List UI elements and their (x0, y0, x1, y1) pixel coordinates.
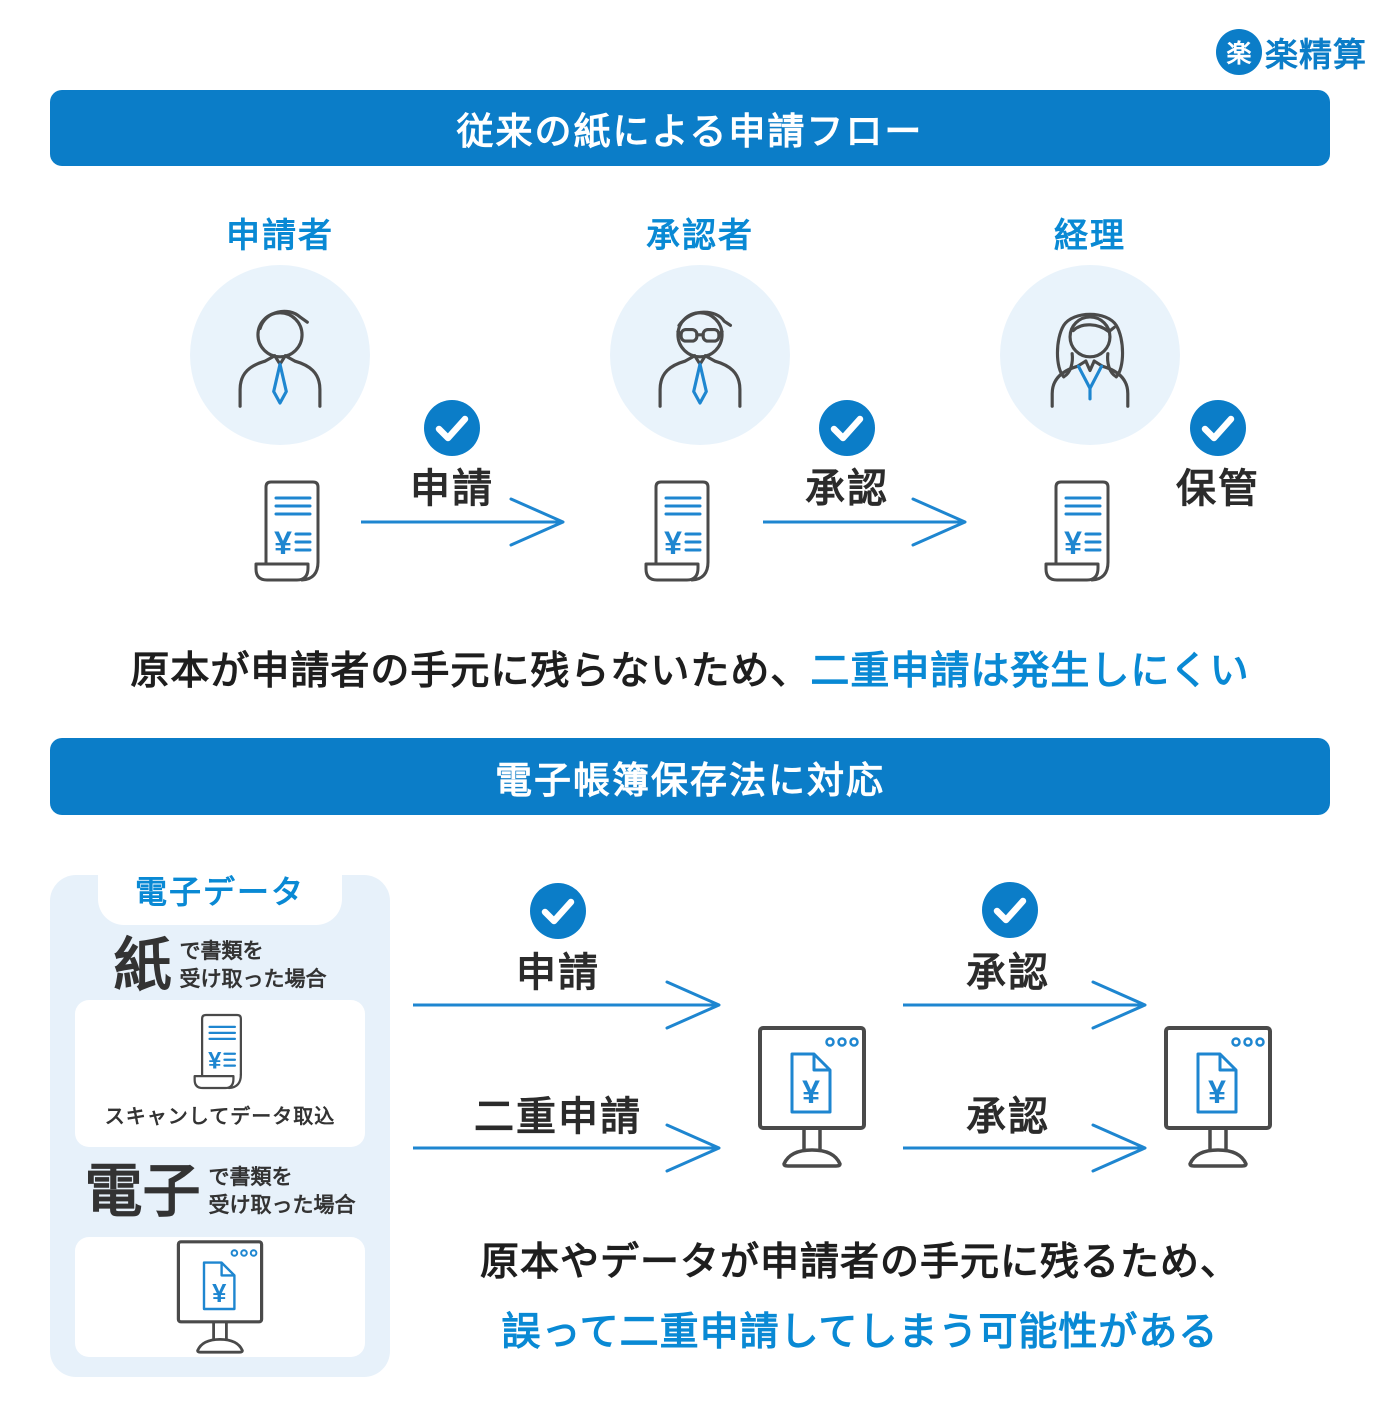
role-label-accounting: 経理 (1054, 217, 1126, 255)
panel-title: 電子データ (134, 874, 305, 910)
section2-caption-blue: 誤って二重申請してしまう可能性がある (501, 1311, 1219, 1354)
flow-arrow (413, 980, 721, 1030)
step-label-store: 保管 (1176, 467, 1260, 511)
section1-caption-black: 原本が申請者の手元に残らないため、 (130, 650, 811, 693)
section2-banner-title: 電子帳簿保存法に対応 (495, 759, 885, 801)
receipt-icon (640, 478, 720, 588)
monitor-icon (1158, 1022, 1278, 1172)
logo-mark-char: 楽 (1226, 40, 1252, 68)
flow-arrow (361, 497, 565, 547)
check-icon (1190, 400, 1246, 456)
scan-caption: スキャンしてデータ取込 (104, 1106, 336, 1128)
monitor-icon (172, 1237, 268, 1357)
logo-text: 楽精算 (1265, 36, 1367, 73)
paper-case-big-char: 紙 (113, 933, 172, 998)
receipt-icon (190, 1012, 250, 1094)
paper-case-line2: 受け取った場合 (179, 968, 327, 991)
check-icon (530, 883, 586, 939)
male-person-icon (217, 297, 343, 423)
section1-banner: 従来の紙による申請フロー (50, 90, 1330, 166)
section1-caption-blue: 二重申請は発生しにくい (810, 650, 1250, 693)
paper-case-description: で書類を 受け取った場合 (180, 938, 327, 995)
monitor-icon (752, 1022, 872, 1172)
step-label-approve: 承認 (805, 467, 889, 511)
digital-case-heading: 電子 で書類を 受け取った場合 (50, 1163, 390, 1221)
paper-case-line1: で書類を (179, 939, 264, 963)
paper-case-heading: 紙 で書類を 受け取った場合 (50, 937, 390, 995)
paper-scan-card: スキャンしてデータ取込 (75, 1000, 365, 1147)
panel-title-tab: 電子データ (98, 855, 342, 925)
section2-banner: 電子帳簿保存法に対応 (50, 738, 1330, 815)
rakuraku-circle-icon: 楽 (1216, 29, 1262, 75)
section1-banner-title: 従来の紙による申請フロー (456, 111, 924, 152)
digital-case-description: で書類を 受け取った場合 (209, 1164, 356, 1221)
digital-case-big-char: 電子 (84, 1159, 201, 1224)
male-person-glasses-icon (637, 297, 763, 423)
flow-arrow (763, 497, 967, 547)
receipt-icon (250, 478, 330, 588)
flow-label-approve-bottom: 承認 (966, 1095, 1050, 1139)
section2-caption-black: 原本やデータが申請者の手元に残るため、 (479, 1241, 1240, 1284)
female-person-icon (1027, 297, 1153, 423)
digital-case-line1: で書類を (208, 1165, 293, 1189)
avatar-approver (610, 265, 790, 445)
brand-logo: 楽 楽精算 (1216, 28, 1367, 76)
flow-arrow (903, 980, 1147, 1030)
avatar-accounting (1000, 265, 1180, 445)
flow-label-apply: 申請 (516, 951, 600, 995)
check-icon (424, 400, 480, 456)
role-label-approver: 承認者 (646, 217, 754, 255)
flow-arrow (413, 1123, 721, 1173)
check-icon (819, 400, 875, 456)
section1-caption: 原本が申請者の手元に残らないため、二重申請は発生しにくい (0, 640, 1380, 696)
electronic-data-panel: 電子データ 紙 で書類を 受け取った場合 スキャンしてデータ取込 電子 で書類を… (50, 855, 390, 1377)
step-label-apply: 申請 (410, 467, 494, 511)
digital-data-card (75, 1237, 365, 1357)
flow-arrow (903, 1123, 1147, 1173)
flow-label-approve-top: 承認 (966, 951, 1050, 995)
avatar-applicant (190, 265, 370, 445)
section2-caption: 原本やデータが申請者の手元に残るため、 誤って二重申請してしまう可能性がある (390, 1231, 1330, 1357)
receipt-icon (1040, 478, 1120, 588)
flow-label-double-apply: 二重申請 (474, 1095, 642, 1139)
role-label-applicant: 申請者 (226, 217, 334, 255)
digital-case-line2: 受け取った場合 (208, 1194, 356, 1217)
check-icon (982, 882, 1038, 938)
